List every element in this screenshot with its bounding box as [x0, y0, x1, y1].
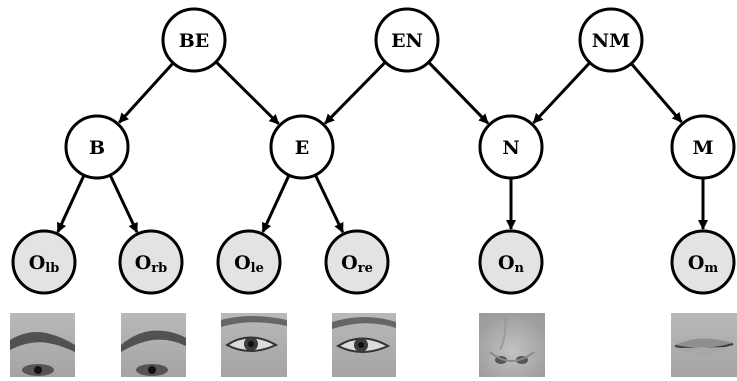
node-EN-label: EN [391, 30, 423, 52]
node-Om-circle [670, 229, 736, 295]
edge-BE-to-B [118, 62, 174, 124]
node-Olb-label: O [29, 252, 46, 274]
node-B: B [64, 114, 130, 180]
node-Ole-sub: le [251, 261, 264, 276]
edge-NM-to-N [532, 62, 591, 124]
node-E: E [269, 114, 335, 180]
edge-B-to-Orb [109, 175, 139, 234]
node-E-circle [269, 114, 335, 180]
node-M: M [670, 114, 736, 180]
node-M-label: M [692, 137, 713, 159]
svg-text:Orb: Orb [135, 252, 168, 276]
edge-EN-to-E [324, 61, 386, 125]
node-Ole: Ole [216, 229, 282, 295]
patch-mouth [671, 313, 737, 377]
patch-left-eyebrow [10, 313, 75, 377]
edge-NM-to-M [630, 63, 683, 123]
edge-BE-to-E [215, 61, 280, 125]
node-Orb-label: O [135, 252, 152, 274]
edge-EN-to-N [428, 61, 490, 125]
node-Ole-label: O [234, 252, 251, 274]
node-Orb-sub: rb [151, 261, 167, 276]
patch-nose [479, 313, 545, 377]
node-Ore-label: O [341, 252, 358, 274]
node-BE-label: BE [179, 30, 210, 52]
node-NM-label: NM [592, 30, 630, 52]
svg-text:Ore: Ore [341, 252, 373, 276]
node-Om-sub: m [704, 261, 718, 276]
svg-text:Olb: Olb [29, 252, 60, 276]
node-Om-label: O [688, 252, 705, 274]
edges-layer [56, 61, 708, 234]
edge-E-to-Ole [261, 175, 290, 233]
node-NM-circle [578, 7, 644, 73]
node-N-label: N [502, 137, 519, 159]
patch-right-eye [332, 313, 396, 377]
node-On-label: O [498, 252, 515, 274]
patch-right-eyebrow [121, 313, 186, 377]
node-Olb: Olb [11, 229, 77, 295]
node-EN: EN [374, 7, 440, 73]
node-E-label: E [295, 137, 309, 159]
node-Ore: Ore [324, 229, 390, 295]
node-B-label: B [89, 137, 105, 159]
edge-B-to-Olb [56, 175, 85, 233]
node-Olb-sub: lb [45, 261, 59, 276]
node-Om: Om [670, 229, 736, 295]
node-Ore-circle [324, 229, 390, 295]
node-EN-circle [374, 7, 440, 73]
node-N: N [478, 114, 544, 180]
node-NM: NM [578, 7, 644, 73]
node-On: On [478, 229, 544, 295]
node-Olb-circle [11, 229, 77, 295]
node-M-circle [670, 114, 736, 180]
node-Ore-sub: re [358, 261, 373, 276]
svg-text:Ole: Ole [234, 252, 264, 276]
node-N-circle [478, 114, 544, 180]
node-On-circle [478, 229, 544, 295]
node-Orb-circle [118, 229, 184, 295]
svg-text:Om: Om [688, 252, 719, 276]
node-Ole-circle [216, 229, 282, 295]
node-B-circle [64, 114, 130, 180]
edge-E-to-Ore [314, 175, 345, 234]
node-Orb: Orb [118, 229, 184, 295]
svg-text:On: On [498, 252, 525, 276]
patch-left-eye [221, 313, 287, 377]
node-BE: BE [161, 7, 227, 73]
node-On-sub: n [515, 261, 525, 276]
node-BE-circle [161, 7, 227, 73]
